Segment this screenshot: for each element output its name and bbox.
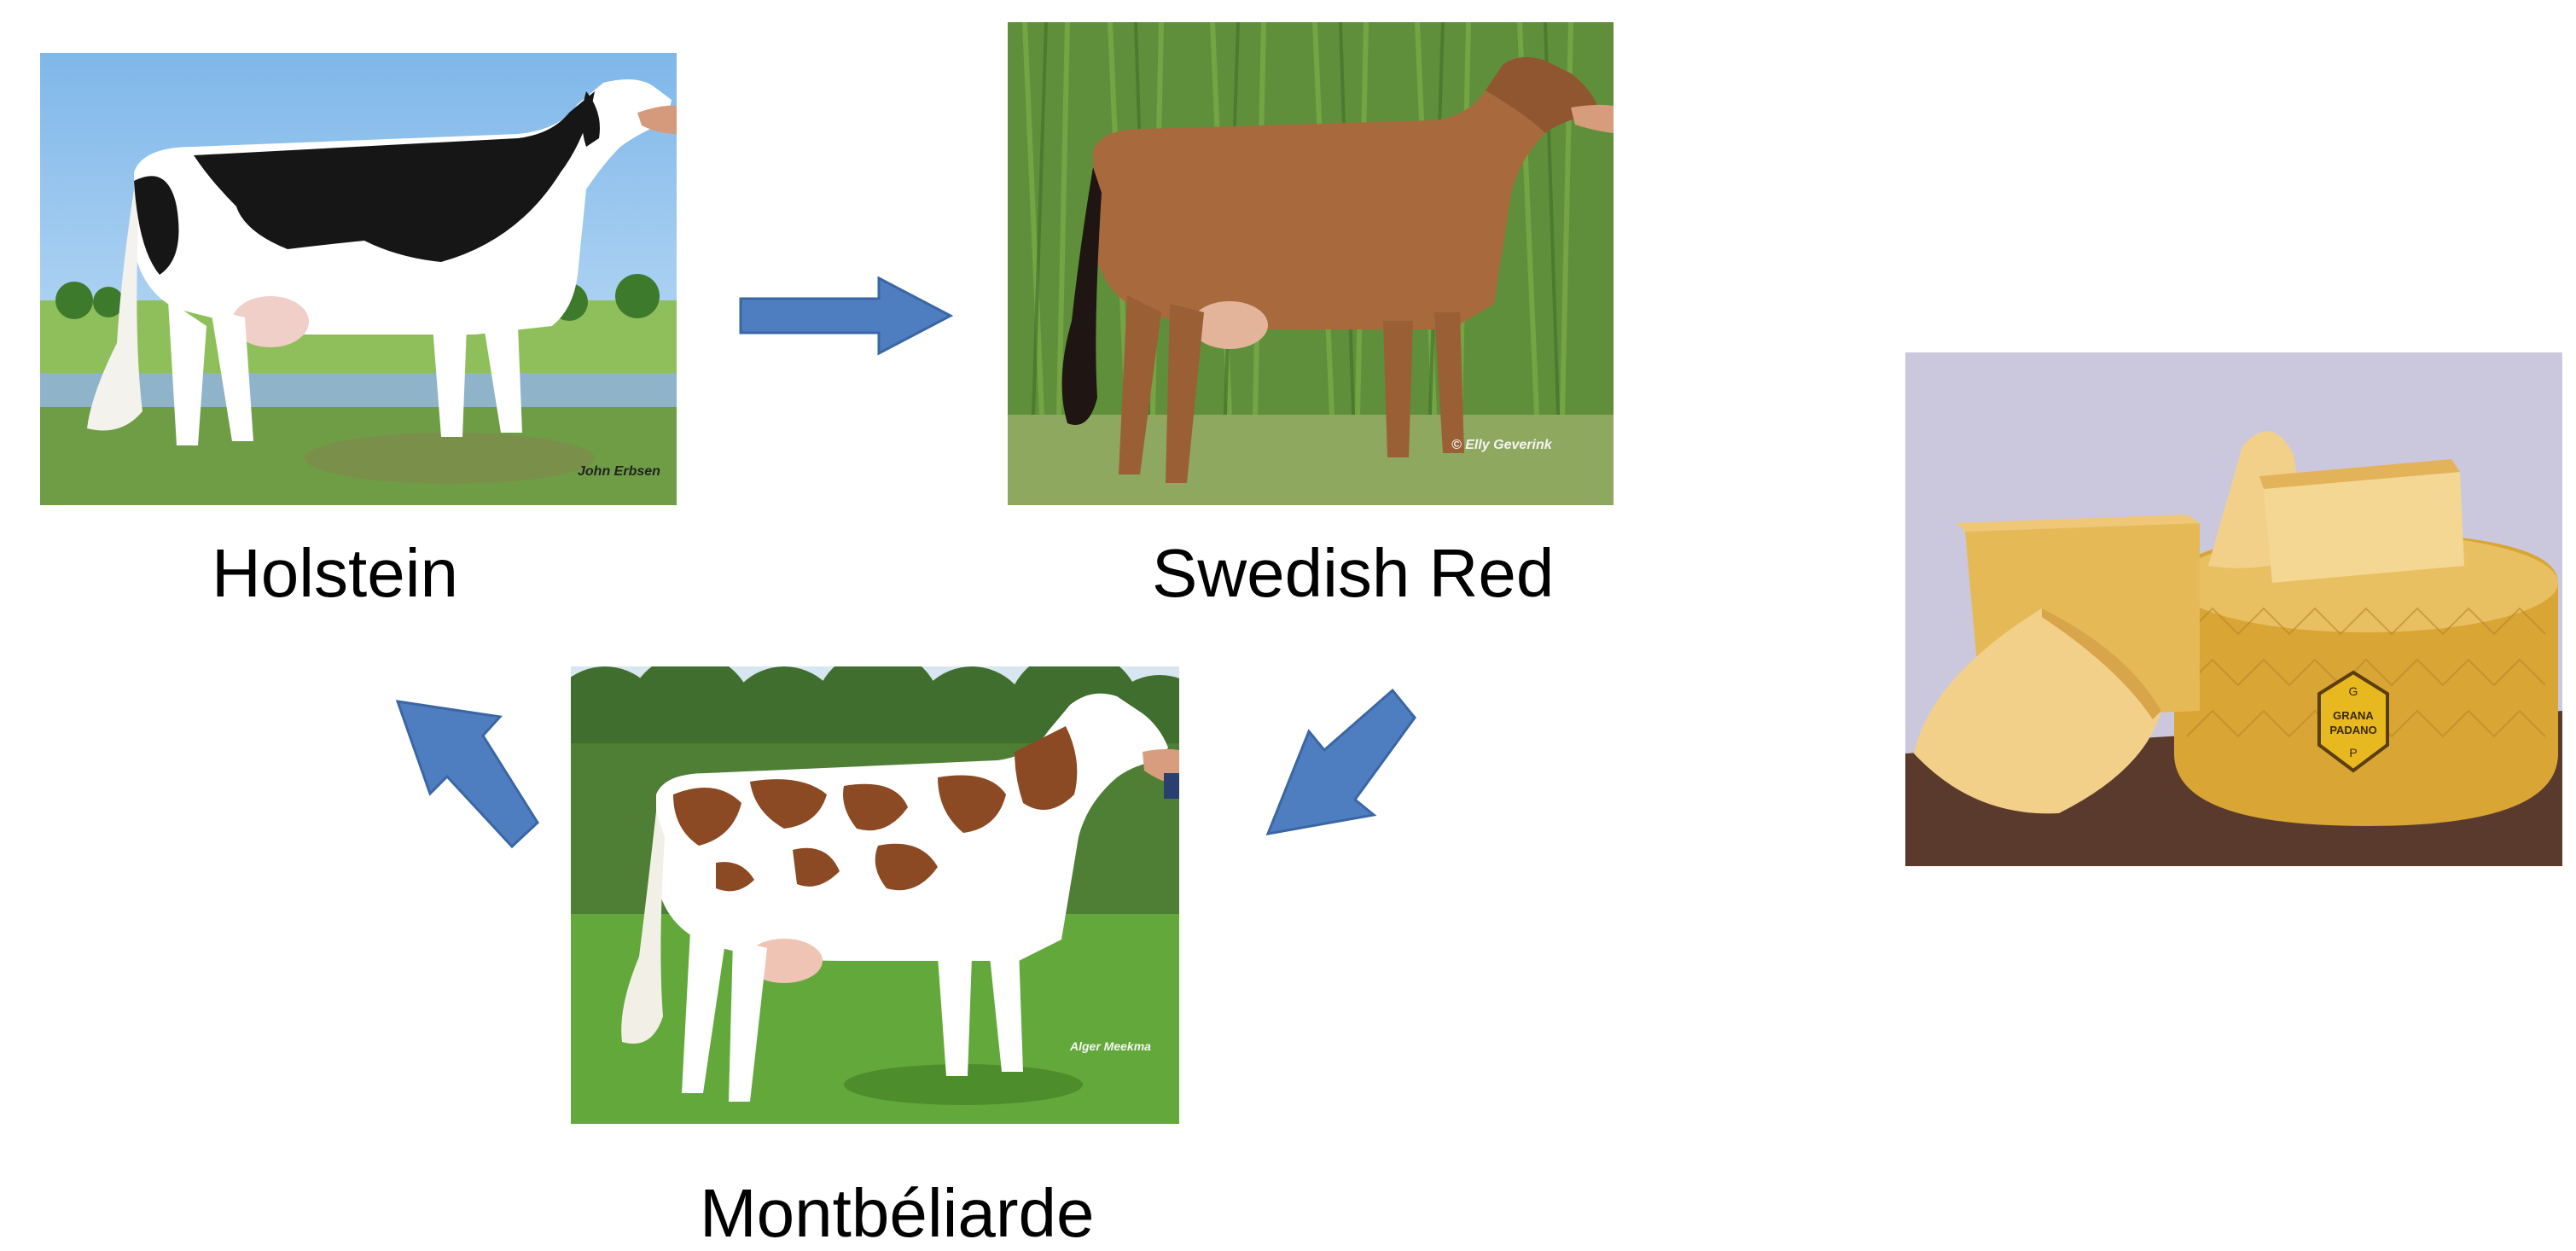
- logo-letter-p: P: [2349, 746, 2357, 759]
- holstein-photo-credit: John Erbsen: [578, 464, 660, 479]
- logo-word-padano: PADANO: [2329, 724, 2376, 736]
- swedish-red-photo-credit: © Elly Geverink: [1451, 438, 1553, 452]
- swedish-red-photo: © Elly Geverink: [1008, 22, 1614, 505]
- block-arrow-icon-montbeliarde-to-holstein: [394, 698, 541, 852]
- montbeliarde-photo: Alger Meekma: [571, 666, 1179, 1124]
- grana-padano-cheese-photo: G GRANA PADANO P: [1905, 352, 2562, 866]
- block-arrow-icon-holstein-to-swedish-red: [736, 273, 957, 358]
- montbeliarde-photo-credit: Alger Meekma: [1069, 1039, 1151, 1053]
- block-arrow-icon-swedish-red-to-montbeliarde: [1265, 687, 1420, 839]
- holstein-photo: John Erbsen: [40, 53, 677, 505]
- swedish-red-label: Swedish Red: [1152, 539, 1554, 608]
- holstein-label: Holstein: [212, 539, 458, 608]
- logo-letter-g: G: [2349, 684, 2358, 698]
- logo-word-grana: GRANA: [2333, 709, 2374, 722]
- montbeliarde-label: Montbéliarde: [700, 1179, 1095, 1248]
